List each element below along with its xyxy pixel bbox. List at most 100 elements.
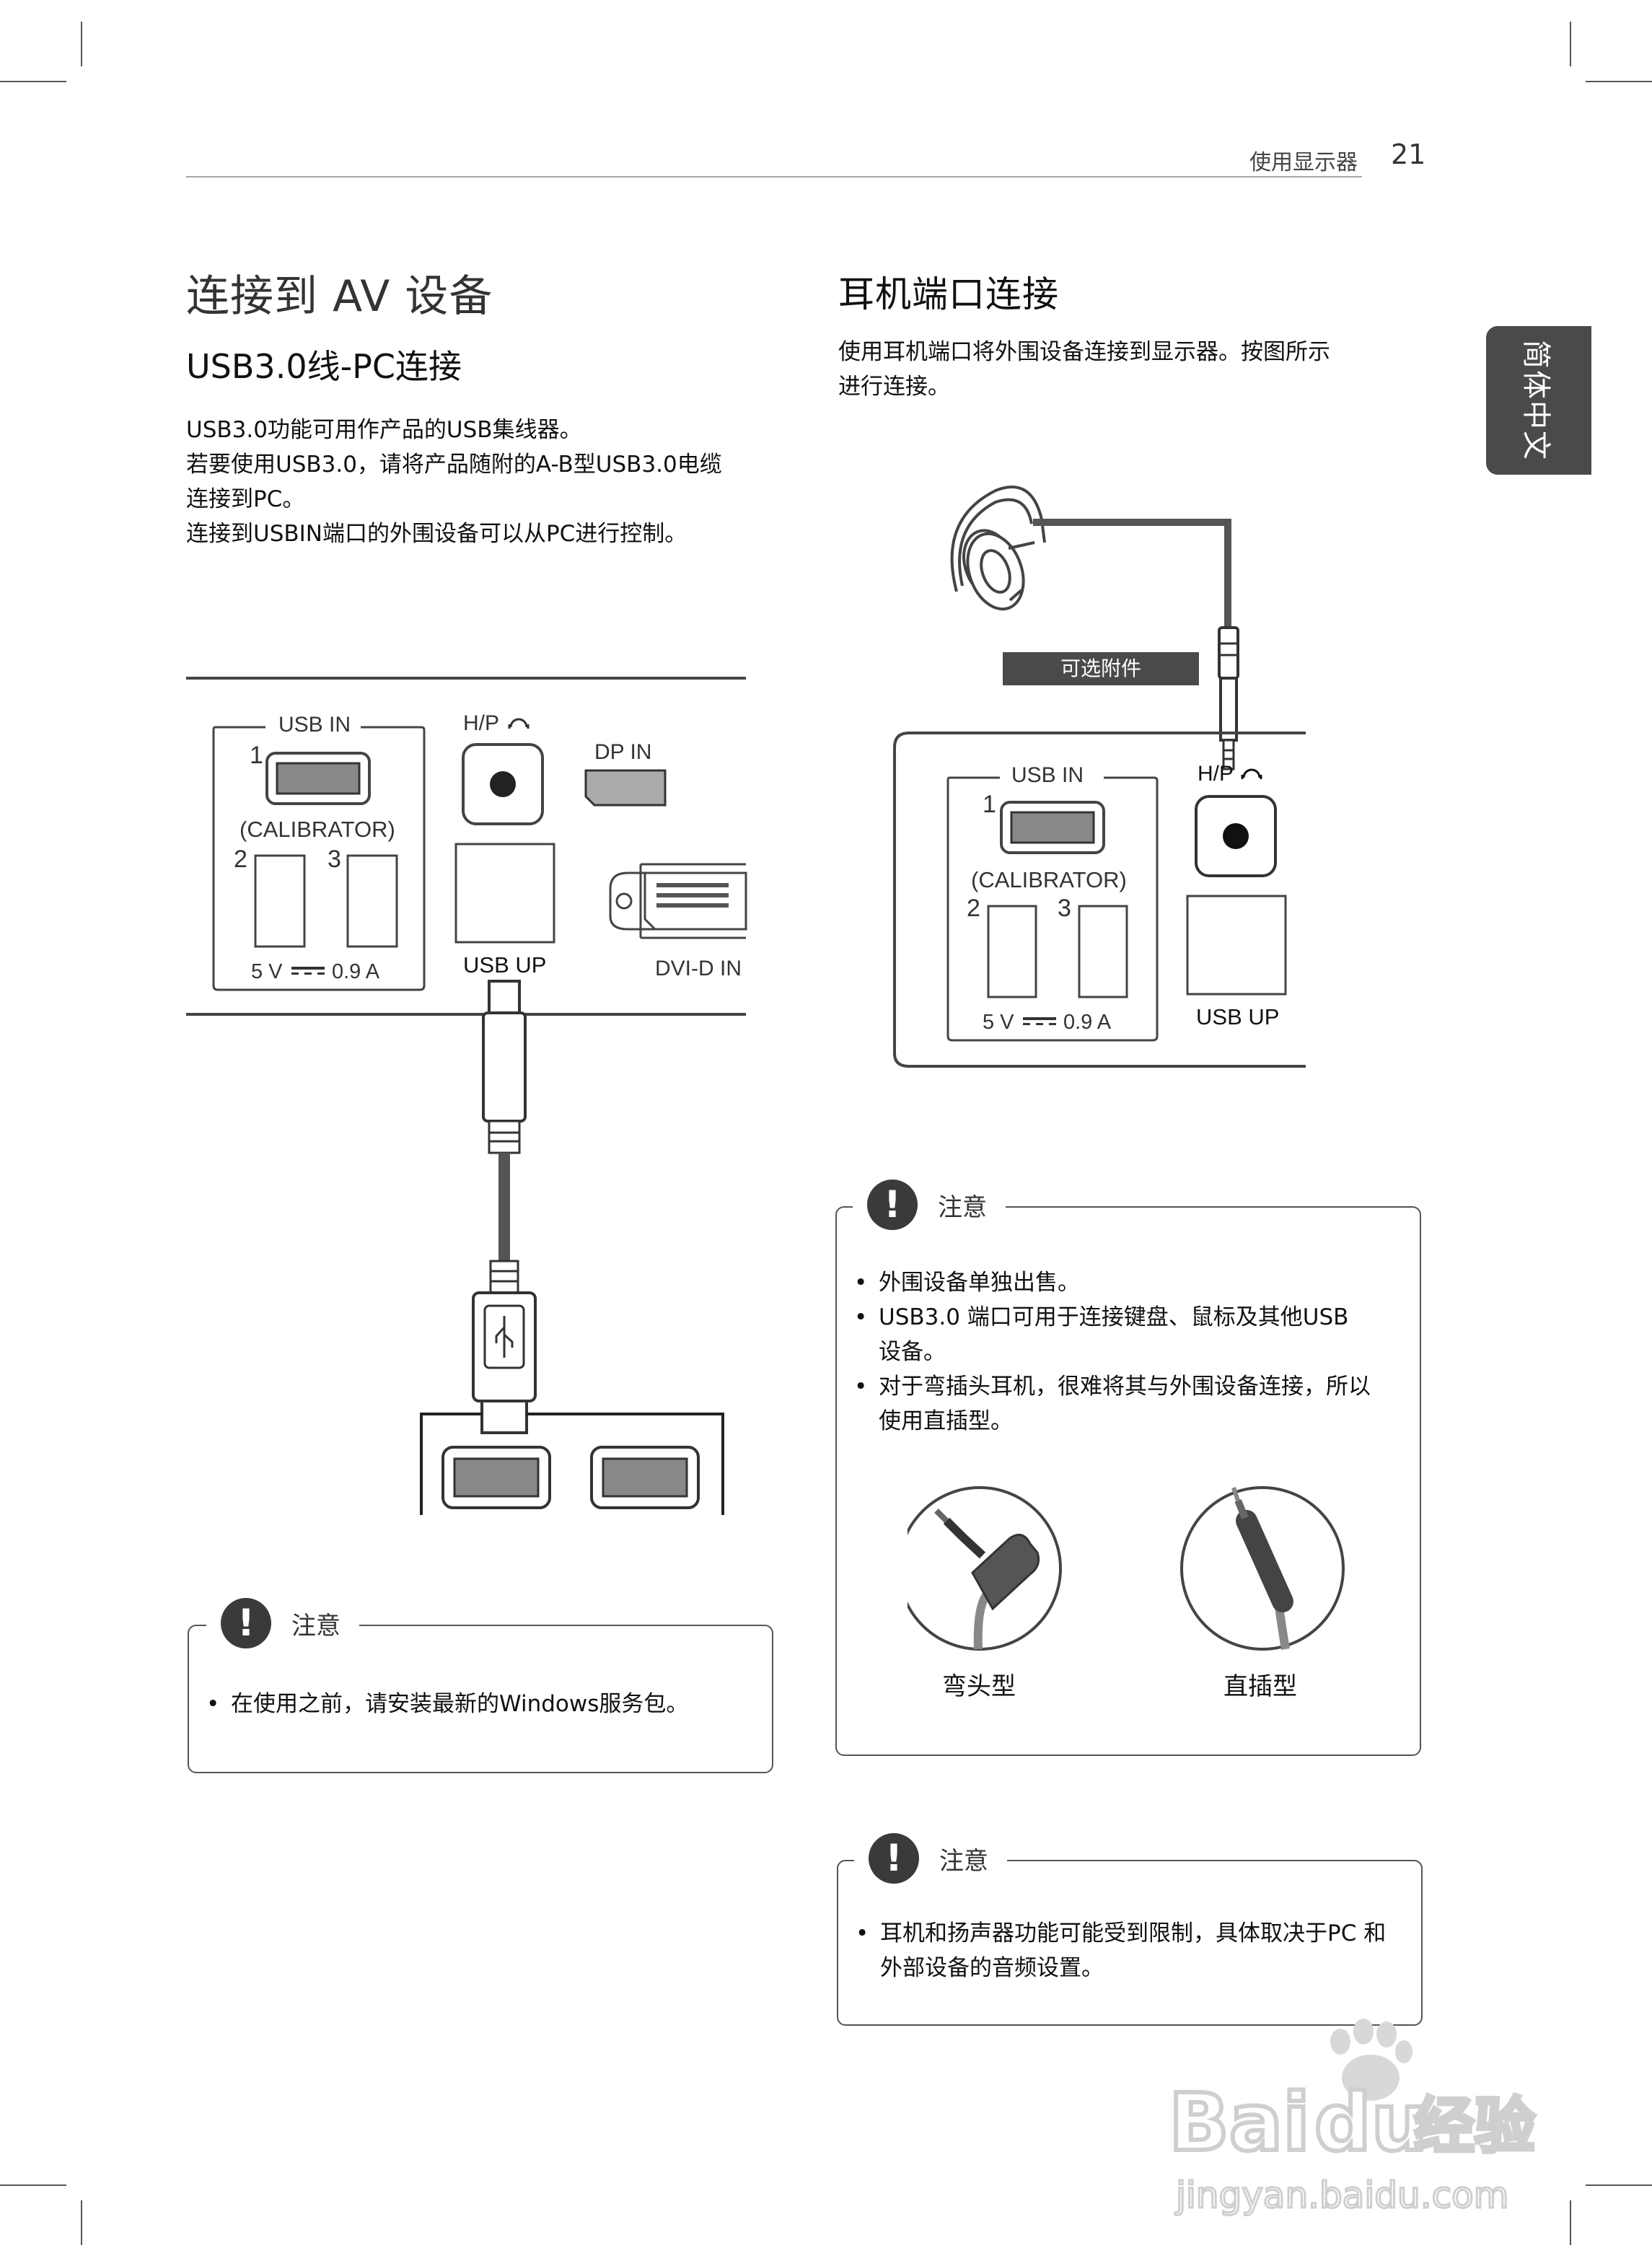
header-rule — [186, 176, 1362, 177]
usb-in-label: USB IN — [1011, 763, 1084, 787]
language-tab-label: 简体中文 — [1519, 340, 1552, 461]
baidu-watermark: Bai du 经验 jingyan.baidu.com — [1166, 2019, 1537, 2218]
hp-label: H/P — [463, 711, 499, 735]
power-rating: 5 V — [983, 1011, 1014, 1034]
headphone-cable — [1033, 519, 1231, 642]
dp-in-port — [584, 769, 667, 807]
usb-description-line: USB3.0功能可用作产品的USB集线器。 — [186, 417, 582, 443]
note-list: 耳机和扬声器功能可能受到限制，具体取决于PC 和外部设备的音频设置。 — [856, 1916, 1404, 1985]
headphone-description: 使用耳机端口将外围设备连接到显示器。按图所示 进行连接。 — [838, 335, 1430, 404]
usb-description-line: 连接到PC。 — [186, 486, 305, 512]
calibrator-label: (CALIBRATOR) — [240, 817, 395, 842]
dp-in-label: DP IN — [594, 740, 651, 764]
headphone-plug-tip — [1222, 739, 1235, 770]
crop-mark — [1586, 2184, 1652, 2186]
note-title: 注意 — [291, 1611, 340, 1641]
watermark-brand-b: du — [1314, 2076, 1428, 2169]
usb-in-group-frame — [212, 726, 426, 991]
usb-up-port — [1186, 895, 1287, 996]
usb-a-plug-tip — [480, 1400, 528, 1434]
current-rating: 0.9 A — [332, 960, 380, 983]
usb-connection-diagram: USB IN 1 (CALIBRATOR) 2 3 5 V 0.9 A H/P … — [186, 677, 747, 1515]
plug-types-illustration — [908, 1486, 1345, 1651]
dc-symbol — [1023, 1017, 1056, 1020]
panel-outline — [893, 732, 1306, 1068]
note-item: USB3.0 端口可用于连接键盘、鼠标及其他USB 设备。 — [854, 1300, 1374, 1369]
power-rating: 5 V — [251, 960, 283, 983]
optional-accessory-tag — [1003, 652, 1199, 685]
crop-mark — [81, 2200, 82, 2245]
subsection-title-usb: USB3.0线-PC连接 — [186, 347, 462, 386]
crop-mark — [81, 22, 82, 66]
headphone-connection-diagram: 可选附件 USB IN 1 (CALIBRATOR) 2 3 5 V 0.9 A… — [893, 486, 1306, 1068]
note-item: 在使用之前，请安装最新的Windows服务包。 — [206, 1687, 755, 1721]
crop-mark — [0, 2184, 66, 2186]
usb-in-label: USB IN — [278, 713, 351, 737]
angled-plug-caption: 弯头型 — [942, 1672, 1016, 1701]
headphone-plug-body — [1219, 677, 1238, 742]
usb-port-1-tongue — [276, 762, 361, 795]
port-1-number: 1 — [983, 791, 996, 818]
port-3-number: 3 — [328, 846, 341, 873]
usb-description: USB3.0功能可用作产品的USB集线器。 若要使用USB3.0，请将产品随附的… — [186, 413, 807, 551]
note-title: 注意 — [938, 1193, 987, 1222]
watermark-url: jingyan.baidu.com — [1175, 2174, 1508, 2216]
crop-mark — [0, 81, 66, 82]
straight-plug-illustration — [1180, 1486, 1345, 1651]
angled-plug-illustration — [908, 1486, 1062, 1651]
port-2-number: 2 — [967, 895, 980, 922]
watermark-brand-c: 经验 — [1414, 2091, 1535, 2161]
note-item: 对于弯插头耳机，很难将其与外围设备连接，所以使用直插型。 — [854, 1369, 1374, 1439]
current-rating: 0.9 A — [1063, 1011, 1112, 1034]
crop-mark — [1570, 22, 1571, 66]
usb-up-label: USB UP — [1196, 1004, 1279, 1029]
headphone-icon — [1241, 768, 1262, 779]
crop-mark — [1586, 81, 1652, 82]
crop-mark — [1570, 2200, 1571, 2245]
hp-jack — [1223, 823, 1249, 849]
note-title: 注意 — [939, 1846, 988, 1876]
warning-icon: ! — [867, 1180, 918, 1230]
usb-port-3 — [346, 854, 398, 948]
section-title-headphone: 耳机端口连接 — [838, 273, 1059, 315]
hp-label: H/P — [1198, 762, 1234, 786]
usb-description-line: 连接到USBIN端口的外围设备可以从PC进行控制。 — [186, 521, 687, 547]
usb-up-port — [454, 843, 555, 944]
note-item: 外围设备单独出售。 — [854, 1265, 1374, 1300]
warning-icon: ! — [221, 1598, 271, 1648]
language-tab[interactable]: 简体中文 — [1486, 326, 1591, 475]
headphones-illustration — [950, 486, 1046, 611]
note-header: ! 注意 — [853, 1176, 1006, 1234]
port-3-number: 3 — [1058, 895, 1071, 922]
note-list: 在使用之前，请安装最新的Windows服务包。 — [206, 1687, 755, 1721]
usb-up-label: USB UP — [463, 952, 546, 978]
pc-label: PC — [558, 1514, 599, 1515]
usb-port-2 — [987, 905, 1037, 998]
usb-port-3 — [1078, 905, 1128, 998]
dvi-in-label: DVI-D IN — [655, 957, 742, 980]
paw-icon — [1330, 2019, 1412, 2101]
warning-icon: ! — [869, 1833, 919, 1884]
straight-plug-caption: 直插型 — [1223, 1672, 1297, 1701]
dc-symbol — [291, 967, 325, 970]
port-2-number: 2 — [234, 846, 247, 873]
usb-a-strain-relief — [489, 1260, 519, 1294]
watermark-brand-a: Bai — [1169, 2076, 1310, 2169]
section-title-av: 连接到 AV 设备 — [186, 271, 493, 322]
usb-cable — [498, 1153, 510, 1261]
usb-b-plug-body — [482, 1011, 527, 1123]
dvi-connector — [639, 863, 746, 939]
note-header: ! 注意 — [206, 1594, 359, 1652]
note-item: 耳机和扬声器功能可能受到限制，具体取决于PC 和外部设备的音频设置。 — [856, 1916, 1404, 1985]
usb-description-line: 若要使用USB3.0，请将产品随附的A-B型USB3.0电缆 — [186, 452, 722, 478]
usb-b-strain-relief — [488, 1120, 521, 1154]
usb-port-2 — [254, 854, 306, 948]
optional-accessory-label: 可选附件 — [1060, 656, 1141, 680]
usb-b-plug-tip — [488, 980, 521, 1014]
hp-jack — [490, 771, 516, 797]
headphone-plug-sleeve — [1218, 626, 1239, 680]
port-1-number: 1 — [250, 742, 263, 769]
header-section-title: 使用显示器 — [1249, 150, 1358, 175]
headphone-description-line: 进行连接。 — [838, 374, 950, 400]
note-list: 外围设备单独出售。 USB3.0 端口可用于连接键盘、鼠标及其他USB 设备。 … — [854, 1265, 1374, 1439]
